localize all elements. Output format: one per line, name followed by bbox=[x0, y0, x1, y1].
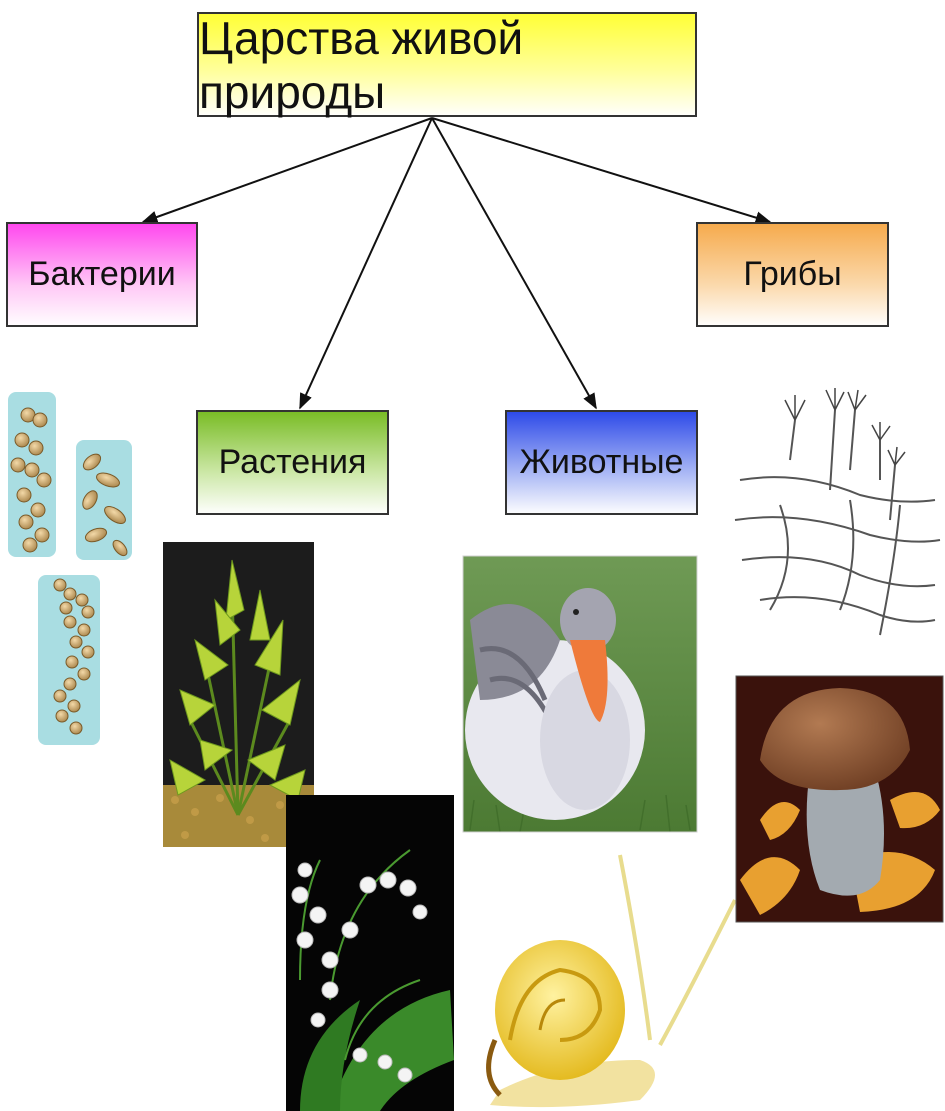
kingdoms-title-box: Царства живой природы bbox=[197, 12, 697, 117]
lily-of-the-valley-icon bbox=[286, 795, 454, 1111]
fungi-box: Грибы bbox=[696, 222, 889, 327]
connector-arrows bbox=[143, 118, 770, 408]
arrow-to-bacteria bbox=[143, 118, 432, 222]
animals-label: Животные bbox=[520, 443, 684, 482]
plants-box: Растения bbox=[196, 410, 389, 515]
goose-icon bbox=[463, 556, 697, 832]
snail-icon bbox=[489, 855, 735, 1107]
bacteria-cells-icon bbox=[8, 392, 132, 745]
bacteria-label: Бактерии bbox=[28, 255, 175, 294]
plants-label: Растения bbox=[219, 443, 367, 482]
bacteria-box: Бактерии bbox=[6, 222, 198, 327]
arrow-to-plants bbox=[300, 118, 432, 408]
boletus-mushroom-icon bbox=[736, 676, 943, 922]
fungi-label: Грибы bbox=[743, 255, 841, 294]
kingdoms-title: Царства живой природы bbox=[199, 11, 695, 119]
animals-box: Животные bbox=[505, 410, 698, 515]
mold-fungus-icon bbox=[735, 388, 940, 635]
